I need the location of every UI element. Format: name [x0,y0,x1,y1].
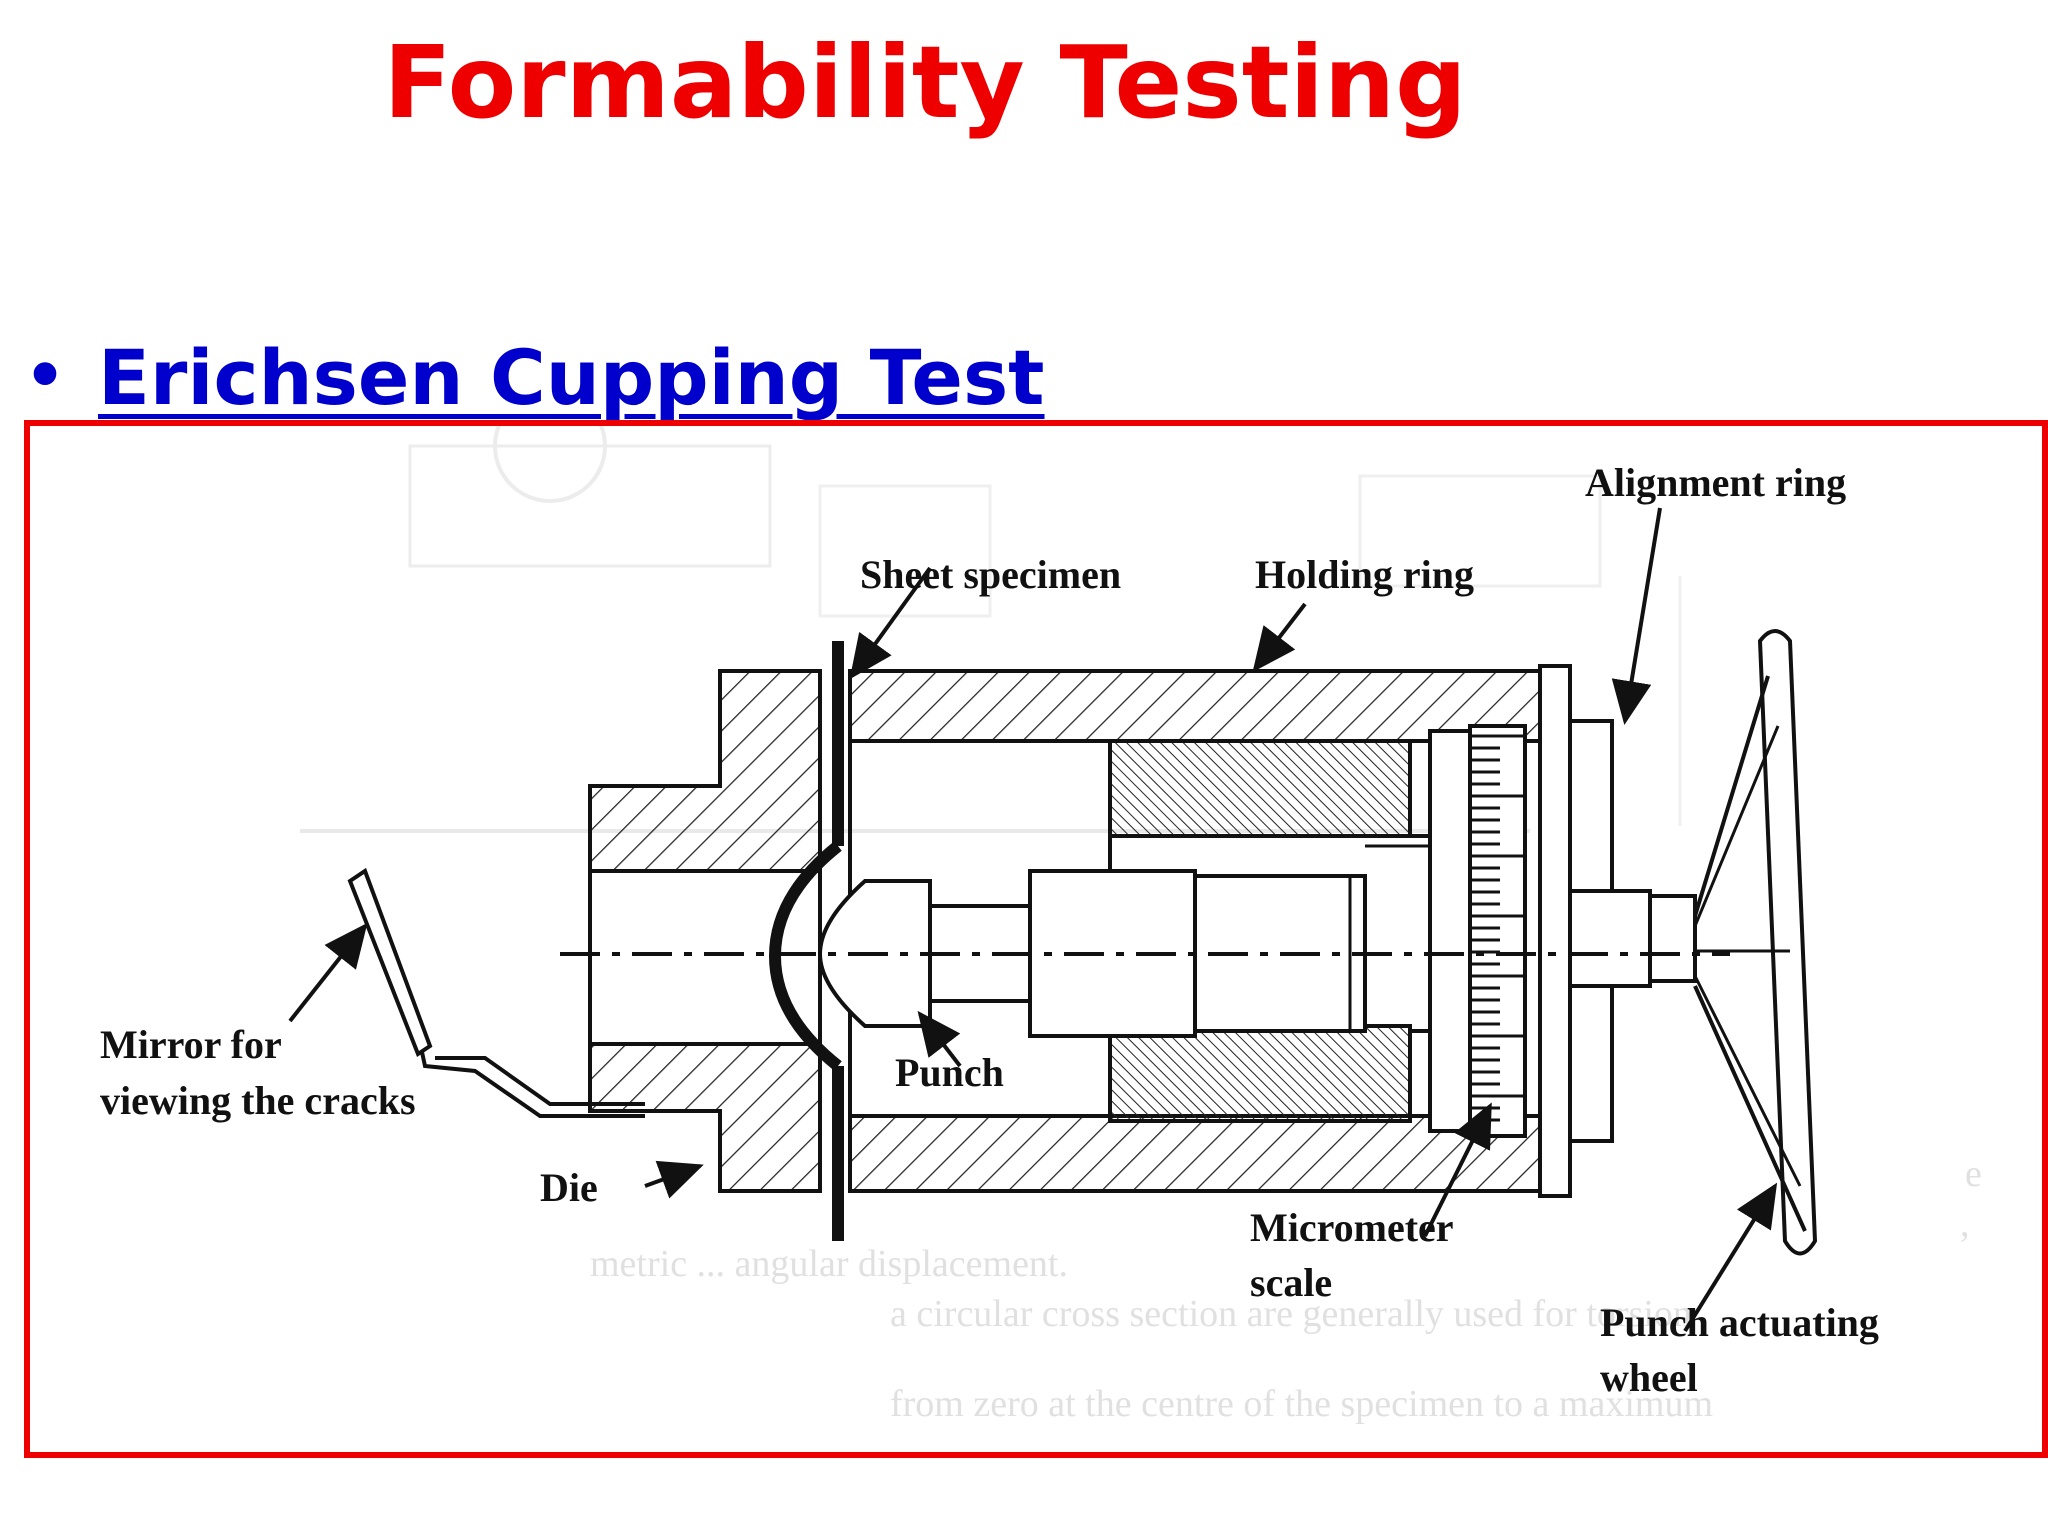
scan-ghost-background: e , metric ... angular displacement. a c… [300,426,1982,1425]
erichsen-cupping-test-link[interactable]: Erichsen Cupping Test [98,332,1045,422]
label-holding-ring: Holding ring [1255,552,1474,597]
bullet-dot-icon: • [22,332,69,422]
die-body [588,669,822,1193]
sheet-specimen [768,641,844,1241]
label-sheet-specimen: Sheet specimen [860,552,1121,597]
label-wheel-line1: Punch actuating [1600,1300,1879,1345]
label-mirror-line1: Mirror for [100,1022,282,1067]
label-micrometer-line1: Micrometer [1250,1205,1454,1250]
ghost-text-3: metric ... angular displacement. [590,1243,1068,1285]
leader-arrows [288,507,1778,1333]
label-die: Die [540,1165,598,1210]
label-mirror-line2: viewing the cracks [100,1078,416,1123]
alignment-ring [1538,664,1697,1198]
ghost-text-2: , [1960,1203,1970,1245]
punch-actuating-wheel [1693,629,1818,1256]
ghost-text-1: e [1965,1153,1982,1195]
label-wheel-line2: wheel [1600,1355,1698,1400]
diagram-frame: e , metric ... angular displacement. a c… [24,420,2048,1458]
label-alignment-ring: Alignment ring [1585,460,1846,505]
micrometer-scale [1428,724,1527,1138]
label-micrometer-line2: scale [1250,1260,1332,1305]
label-punch: Punch [895,1050,1004,1095]
ghost-text-4: a circular cross section are generally u… [890,1293,1692,1335]
erichsen-apparatus-diagram: e , metric ... angular displacement. a c… [100,426,1982,1425]
punch [817,834,1442,1038]
slide-title: Formability Testing [383,24,1467,141]
screw-sleeve [1108,739,1412,1123]
ghost-text-5: from zero at the centre of the specimen … [890,1383,1713,1425]
bullet-item: • Erichsen Cupping Test [22,322,1045,432]
mirror [347,867,645,1118]
